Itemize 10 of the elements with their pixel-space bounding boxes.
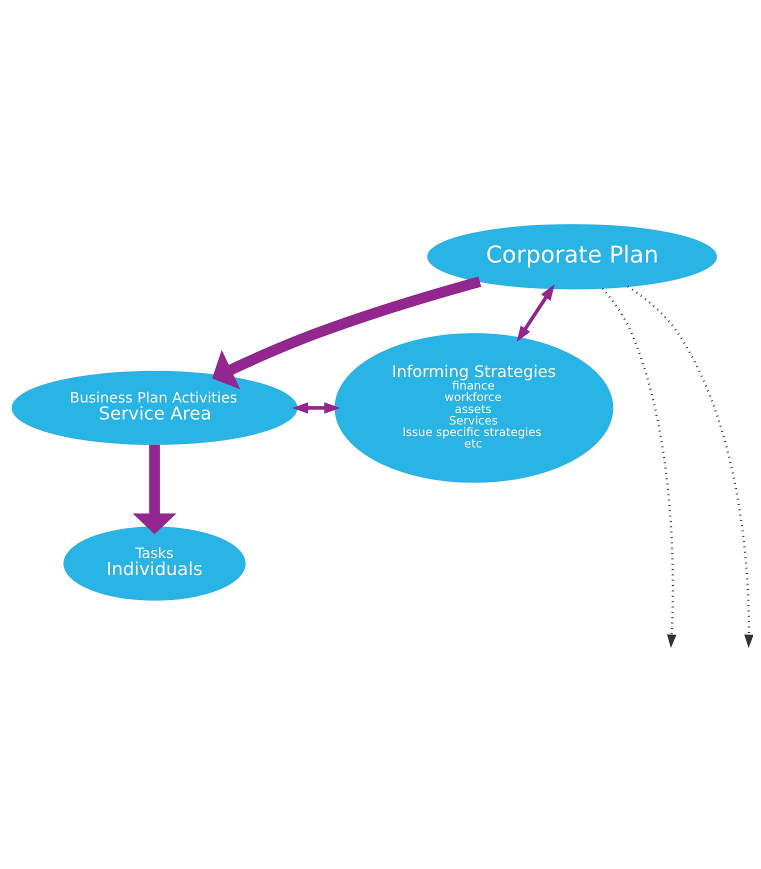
node-ellipse: Informing Strategies finance workforce assets Services Issue specific strategies etc — [334, 332, 614, 482]
node-ellipse: Business Plan Activities Service Area — [12, 370, 298, 444]
arrow — [516, 284, 555, 342]
node-ellipse: Tasks Individuals — [63, 526, 246, 600]
arrow — [292, 402, 340, 414]
arrow — [132, 444, 176, 534]
arrow — [627, 285, 753, 648]
arrow — [602, 287, 676, 648]
node-ellipse: Corporate Plan — [427, 224, 717, 289]
arrow — [212, 276, 482, 389]
